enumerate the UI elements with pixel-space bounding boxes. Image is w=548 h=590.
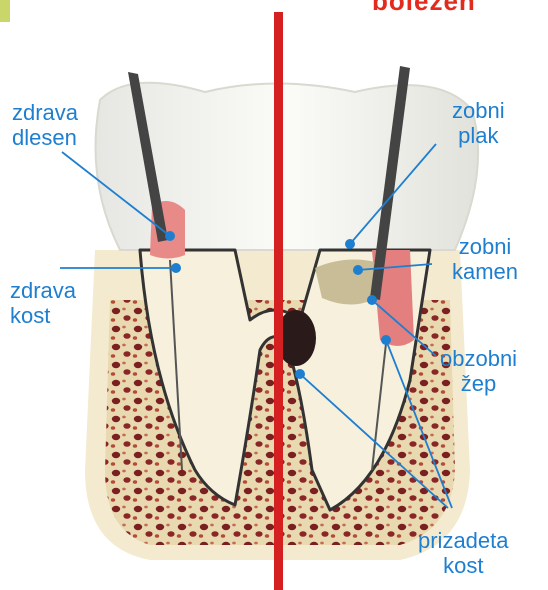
divider-line — [274, 12, 283, 590]
label-healthy-gum: zdrava dlesen — [12, 100, 78, 150]
dot-calculus — [353, 265, 363, 275]
label-pocket: obzobni žep — [440, 346, 517, 396]
dot-receded-bone-1 — [295, 369, 305, 379]
dot-healthy-bone — [171, 263, 181, 273]
dot-receded-bone-2 — [381, 335, 391, 345]
label-plaque: zobni plak — [452, 98, 505, 148]
label-healthy-bone: zdrava kost — [10, 278, 76, 328]
dot-healthy-gum — [165, 231, 175, 241]
label-calculus: zobni kamen — [452, 234, 518, 284]
dot-plaque — [345, 239, 355, 249]
dot-pocket — [367, 295, 377, 305]
calculus-deposit — [315, 260, 375, 305]
label-receded-bone: prizadeta kost — [418, 528, 509, 578]
